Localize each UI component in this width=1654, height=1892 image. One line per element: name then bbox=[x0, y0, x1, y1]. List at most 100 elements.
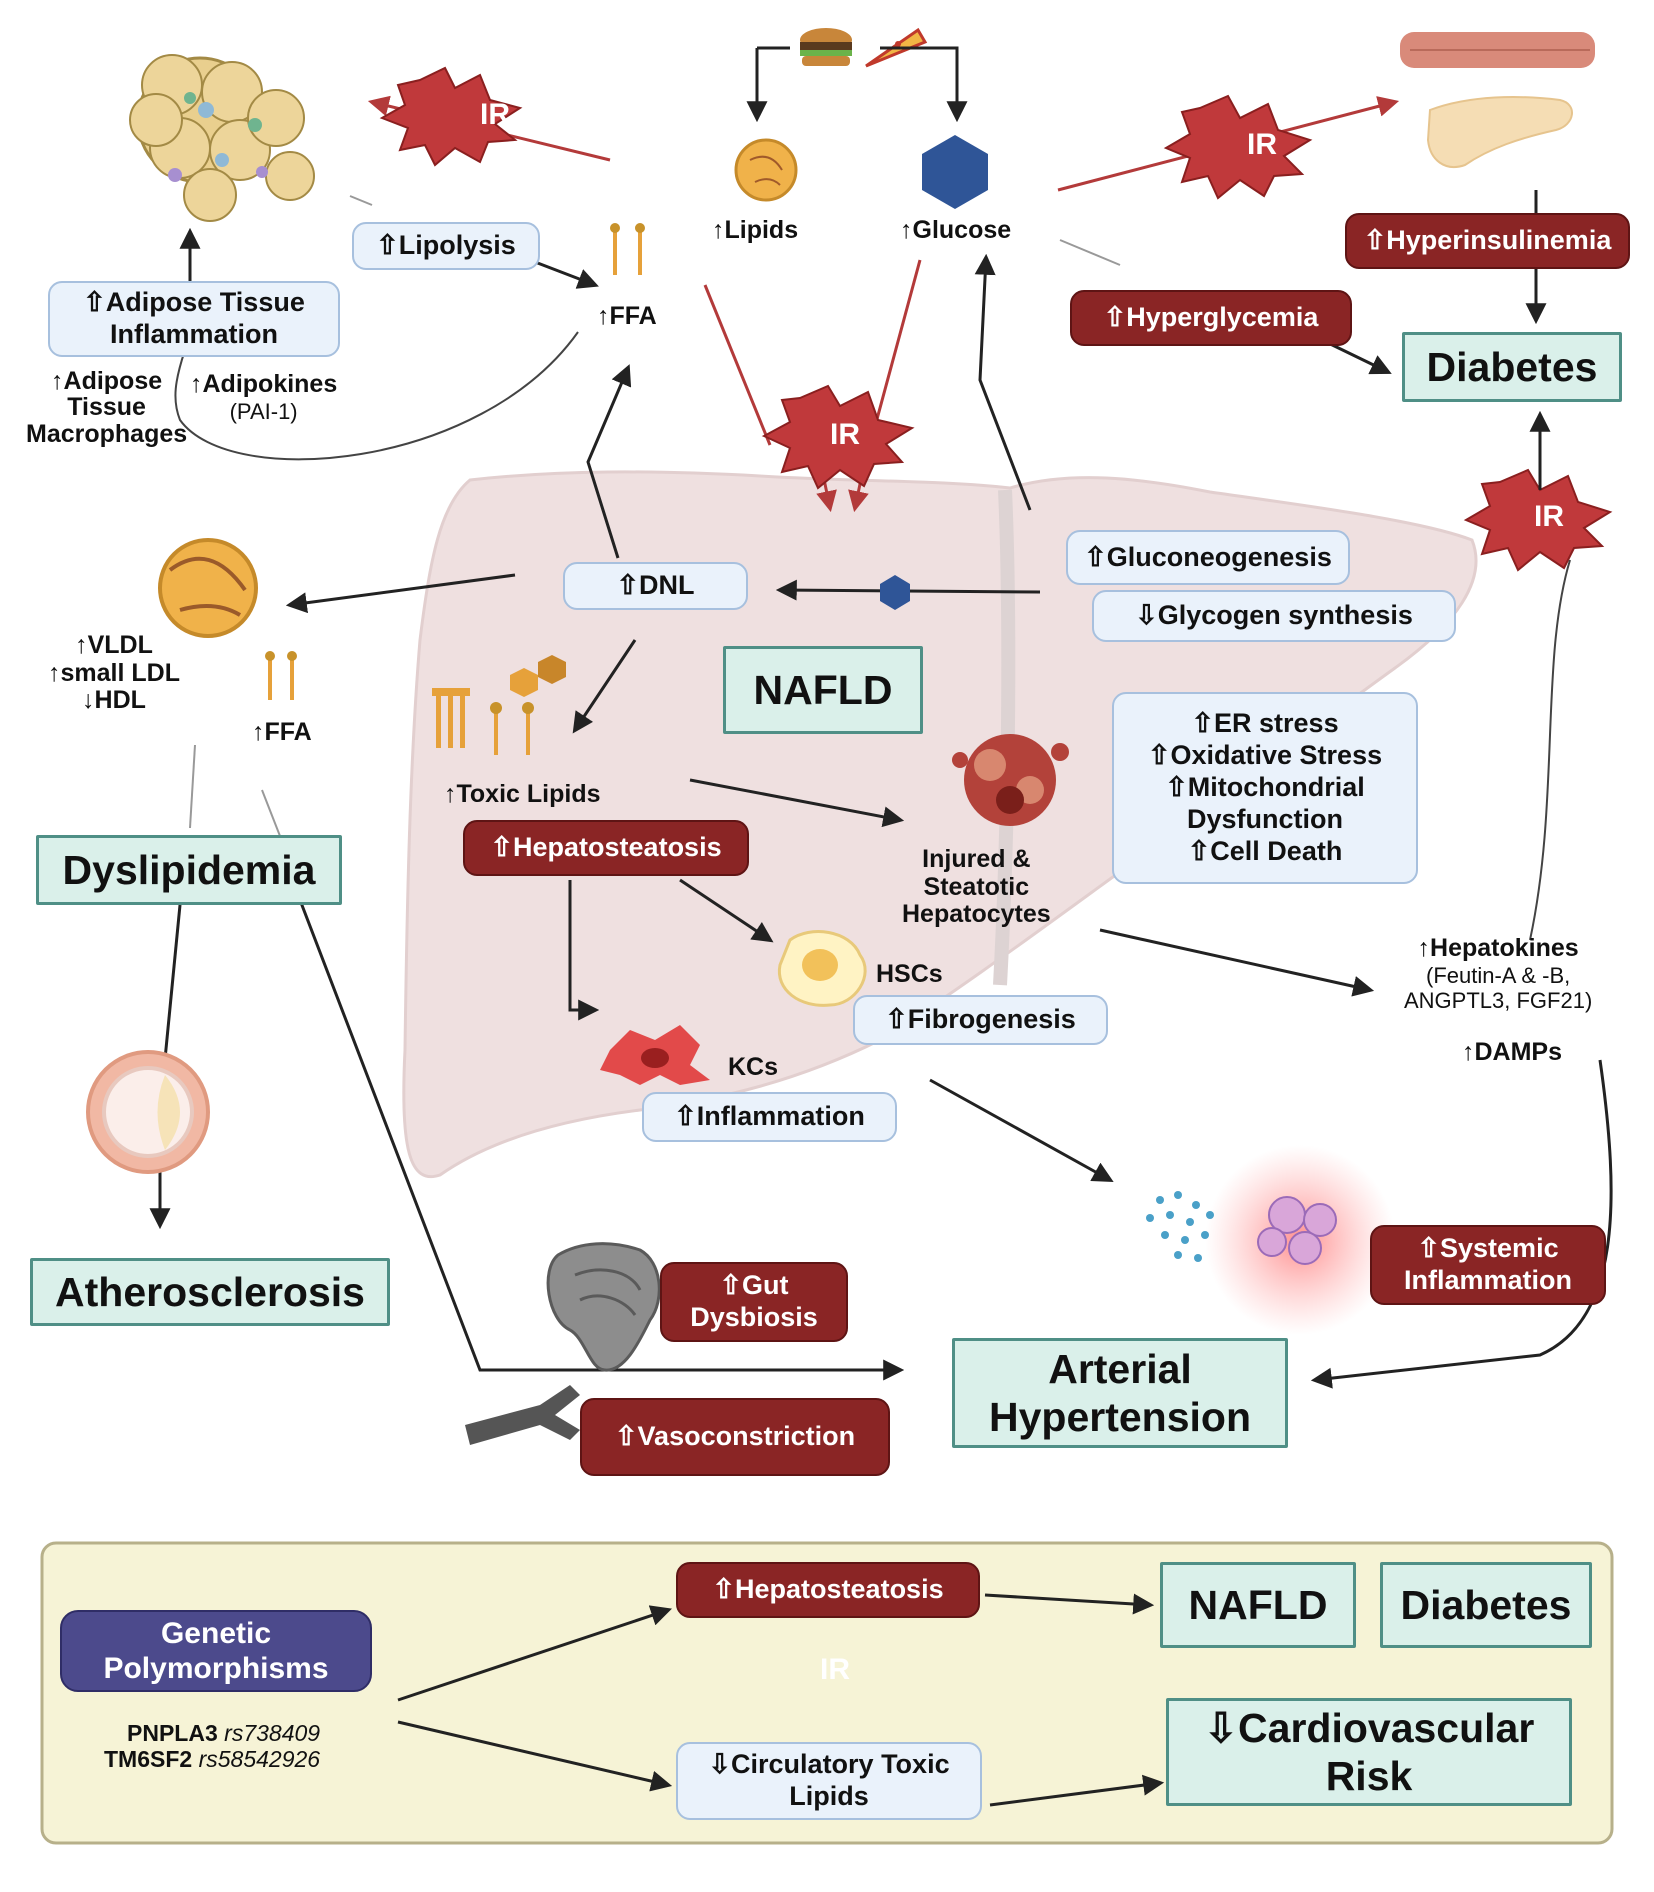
hyperinsulinemia-box: ⇧Hyperinsulinemia bbox=[1345, 213, 1630, 269]
adipose-macrophages-line-3: Macrophages bbox=[26, 419, 188, 448]
hyperglycemia-box: ⇧Hyperglycemia bbox=[1070, 290, 1352, 346]
systemic-inflammation-box: ⇧Systemic Inflammation bbox=[1370, 1225, 1606, 1305]
cellular-stress-line-1: ⇧ER stress bbox=[1191, 708, 1339, 739]
cellular-stress-line-2: ⇧Oxidative Stress bbox=[1147, 740, 1383, 771]
systemic-inflammation-line-1: ⇧Systemic bbox=[1417, 1233, 1559, 1264]
atherosclerosis-box: Atherosclerosis bbox=[30, 1258, 390, 1326]
gluconeogenesis-box: ⇧Gluconeogenesis bbox=[1066, 530, 1350, 585]
glucose-label: ↑Glucose bbox=[900, 216, 1012, 244]
genetic-variants-list: PNPLA3 rs738409 TM6SF2 rs58542926 bbox=[104, 1720, 320, 1773]
genetics-diabetes-box: Diabetes bbox=[1380, 1562, 1592, 1648]
adipose-inflammation-line-2: Inflammation bbox=[109, 319, 278, 349]
toxic-lipids-icon bbox=[432, 655, 566, 755]
toxic-lipids-label: ↑Toxic Lipids bbox=[444, 780, 601, 808]
gut-dysbiosis-line-1: ⇧Gut bbox=[719, 1270, 789, 1301]
injured-hepatocytes-line-2: Steatotic bbox=[923, 872, 1030, 901]
systemic-inflammation-line-2: Inflammation bbox=[1403, 1265, 1572, 1295]
adipose-macrophages-line-2: Tissue bbox=[67, 393, 146, 422]
kupffer-cell-illustration bbox=[600, 1025, 710, 1085]
ir-label-liver: IR bbox=[830, 418, 860, 451]
inflammation-box: ⇧Inflammation bbox=[642, 1092, 897, 1142]
glucose-hexagon-icon bbox=[922, 135, 988, 209]
genetic-polymorphisms-box: Genetic Polymorphisms bbox=[60, 1610, 372, 1692]
arterial-hypertension-line-1: Arterial bbox=[1048, 1345, 1192, 1392]
adipose-tissue-illustration bbox=[129, 54, 315, 222]
ir-burst-liver bbox=[761, 384, 915, 490]
cellular-stress-line-3: ⇧Mitochondrial bbox=[1165, 772, 1365, 803]
adipose-inflammation-box: ⇧Adipose Tissue Inflammation bbox=[48, 281, 340, 357]
injured-hepatocytes-line-3: Hepatocytes bbox=[902, 900, 1051, 928]
liver-ligament bbox=[993, 489, 1016, 986]
blood-vessel-illustration bbox=[465, 1385, 580, 1445]
genetics-nafld-box: NAFLD bbox=[1160, 1562, 1356, 1648]
glycogen-synthesis-box: ⇩Glycogen synthesis bbox=[1092, 590, 1456, 642]
ffa-top-label: ↑FFA bbox=[597, 302, 657, 330]
variant-tm6sf2: TM6SF2 rs58542926 bbox=[104, 1746, 320, 1772]
circulatory-toxic-lipids-line-1: ⇩Circulatory Toxic bbox=[708, 1749, 950, 1780]
hepatokines-label: ↑Hepatokines (Feutin-A & -B, ANGPTL3, FG… bbox=[1404, 934, 1592, 1013]
adipokines-text: ↑Adipokines bbox=[190, 370, 338, 398]
dnl-box: ⇧DNL bbox=[563, 562, 748, 610]
ir-burst-right bbox=[1463, 468, 1613, 572]
hepatokines-sub-1: (Feutin-A & -B, bbox=[1426, 962, 1571, 988]
dyslipidemia-box: Dyslipidemia bbox=[36, 835, 342, 905]
lipid-droplet-icon bbox=[734, 138, 798, 202]
hepatokines-text: ↑Hepatokines bbox=[1417, 934, 1579, 962]
gut-illustration bbox=[546, 1242, 661, 1372]
hepatokines-sub-2: ANGPTL3, FGF21) bbox=[1404, 988, 1593, 1014]
variant-pnpla3: PNPLA3 rs738409 bbox=[104, 1720, 320, 1746]
adipokines-sub: (PAI-1) bbox=[229, 398, 298, 424]
injured-hepatocyte-illustration bbox=[952, 734, 1069, 826]
diabetes-box: Diabetes bbox=[1402, 332, 1622, 402]
lipoprotein-changes-label: ↑VLDL ↑small LDL ↓HDL bbox=[48, 631, 180, 715]
cellular-stress-box: ⇧ER stress ⇧Oxidative Stress ⇧Mitochondr… bbox=[1112, 692, 1418, 884]
variant-snp: rs58542926 bbox=[198, 1746, 321, 1773]
gut-dysbiosis-line-2: Dysbiosis bbox=[690, 1302, 818, 1332]
small-ldl-line: ↑small LDL bbox=[48, 658, 180, 687]
damps-particles-illustration bbox=[1146, 1191, 1214, 1262]
lipids-label: ↑Lipids bbox=[712, 216, 799, 244]
hepatosteatosis-box: ⇧Hepatosteatosis bbox=[463, 820, 749, 876]
hepatic-stellate-cell-illustration bbox=[777, 930, 867, 1007]
cellular-stress-line-5: ⇧Cell Death bbox=[1187, 835, 1343, 866]
vldl-line: ↑VLDL bbox=[75, 631, 153, 659]
cardiovascular-risk-box: ⇩Cardiovascular Risk bbox=[1166, 1698, 1572, 1806]
adipose-macrophages-line-1: ↑Adipose bbox=[51, 367, 163, 395]
adipose-macrophages-label: ↑Adipose Tissue Macrophages bbox=[26, 368, 187, 447]
ir-burst-pancreas bbox=[1163, 94, 1313, 200]
ir-burst-adipose bbox=[379, 66, 523, 167]
cardiovascular-risk-line-1: ⇩Cardiovascular bbox=[1203, 1704, 1535, 1751]
genetics-hepatosteatosis-box: ⇧Hepatosteatosis bbox=[676, 1562, 980, 1618]
ir-label-right: IR bbox=[1534, 500, 1564, 533]
circulatory-toxic-lipids-line-2: Lipids bbox=[789, 1781, 869, 1811]
arterial-hypertension-box: Arterial Hypertension bbox=[952, 1338, 1288, 1448]
immune-cells-illustration bbox=[1257, 1196, 1337, 1265]
ir-label-genetics: IR bbox=[820, 1653, 850, 1686]
cardiovascular-risk-line-2: Risk bbox=[1325, 1753, 1413, 1799]
adipokines-label: ↑Adipokines (PAI-1) bbox=[190, 370, 337, 424]
ir-label-pancreas: IR bbox=[1247, 128, 1277, 161]
circulatory-toxic-lipids-box: ⇩Circulatory Toxic Lipids bbox=[676, 1742, 982, 1820]
glucose-hexagon-liver-icon bbox=[880, 575, 910, 610]
injured-hepatocytes-label: Injured & Steatotic Hepatocytes bbox=[902, 845, 1051, 929]
variant-gene: PNPLA3 bbox=[127, 1720, 218, 1746]
lipolysis-box: ⇧Lipolysis bbox=[352, 222, 540, 270]
vasoconstriction-box: ⇧Vasoconstriction bbox=[580, 1398, 890, 1476]
nafld-box: NAFLD bbox=[723, 646, 923, 734]
genetic-polymorphisms-line-2: Polymorphisms bbox=[103, 1652, 329, 1685]
variant-snp: rs738409 bbox=[224, 1720, 321, 1746]
adipose-inflammation-line-1: ⇧Adipose Tissue bbox=[83, 287, 305, 318]
food-split-connector bbox=[755, 46, 959, 118]
arterial-hypertension-line-2: Hypertension bbox=[989, 1394, 1251, 1440]
ffa-left-label: ↑FFA bbox=[252, 718, 312, 746]
injured-hepatocytes-line-1: Injured & bbox=[922, 845, 1031, 873]
genetic-polymorphisms-line-1: Genetic bbox=[160, 1616, 272, 1650]
fibrogenesis-box: ⇧Fibrogenesis bbox=[853, 995, 1108, 1045]
hscs-label: HSCs bbox=[876, 960, 943, 988]
ir-label-adipose: IR bbox=[480, 98, 510, 131]
damps-label: ↑DAMPs bbox=[1462, 1038, 1563, 1066]
hdl-line: ↓HDL bbox=[82, 686, 146, 714]
pancreas-illustration bbox=[1426, 96, 1573, 168]
kcs-label: KCs bbox=[728, 1053, 779, 1081]
